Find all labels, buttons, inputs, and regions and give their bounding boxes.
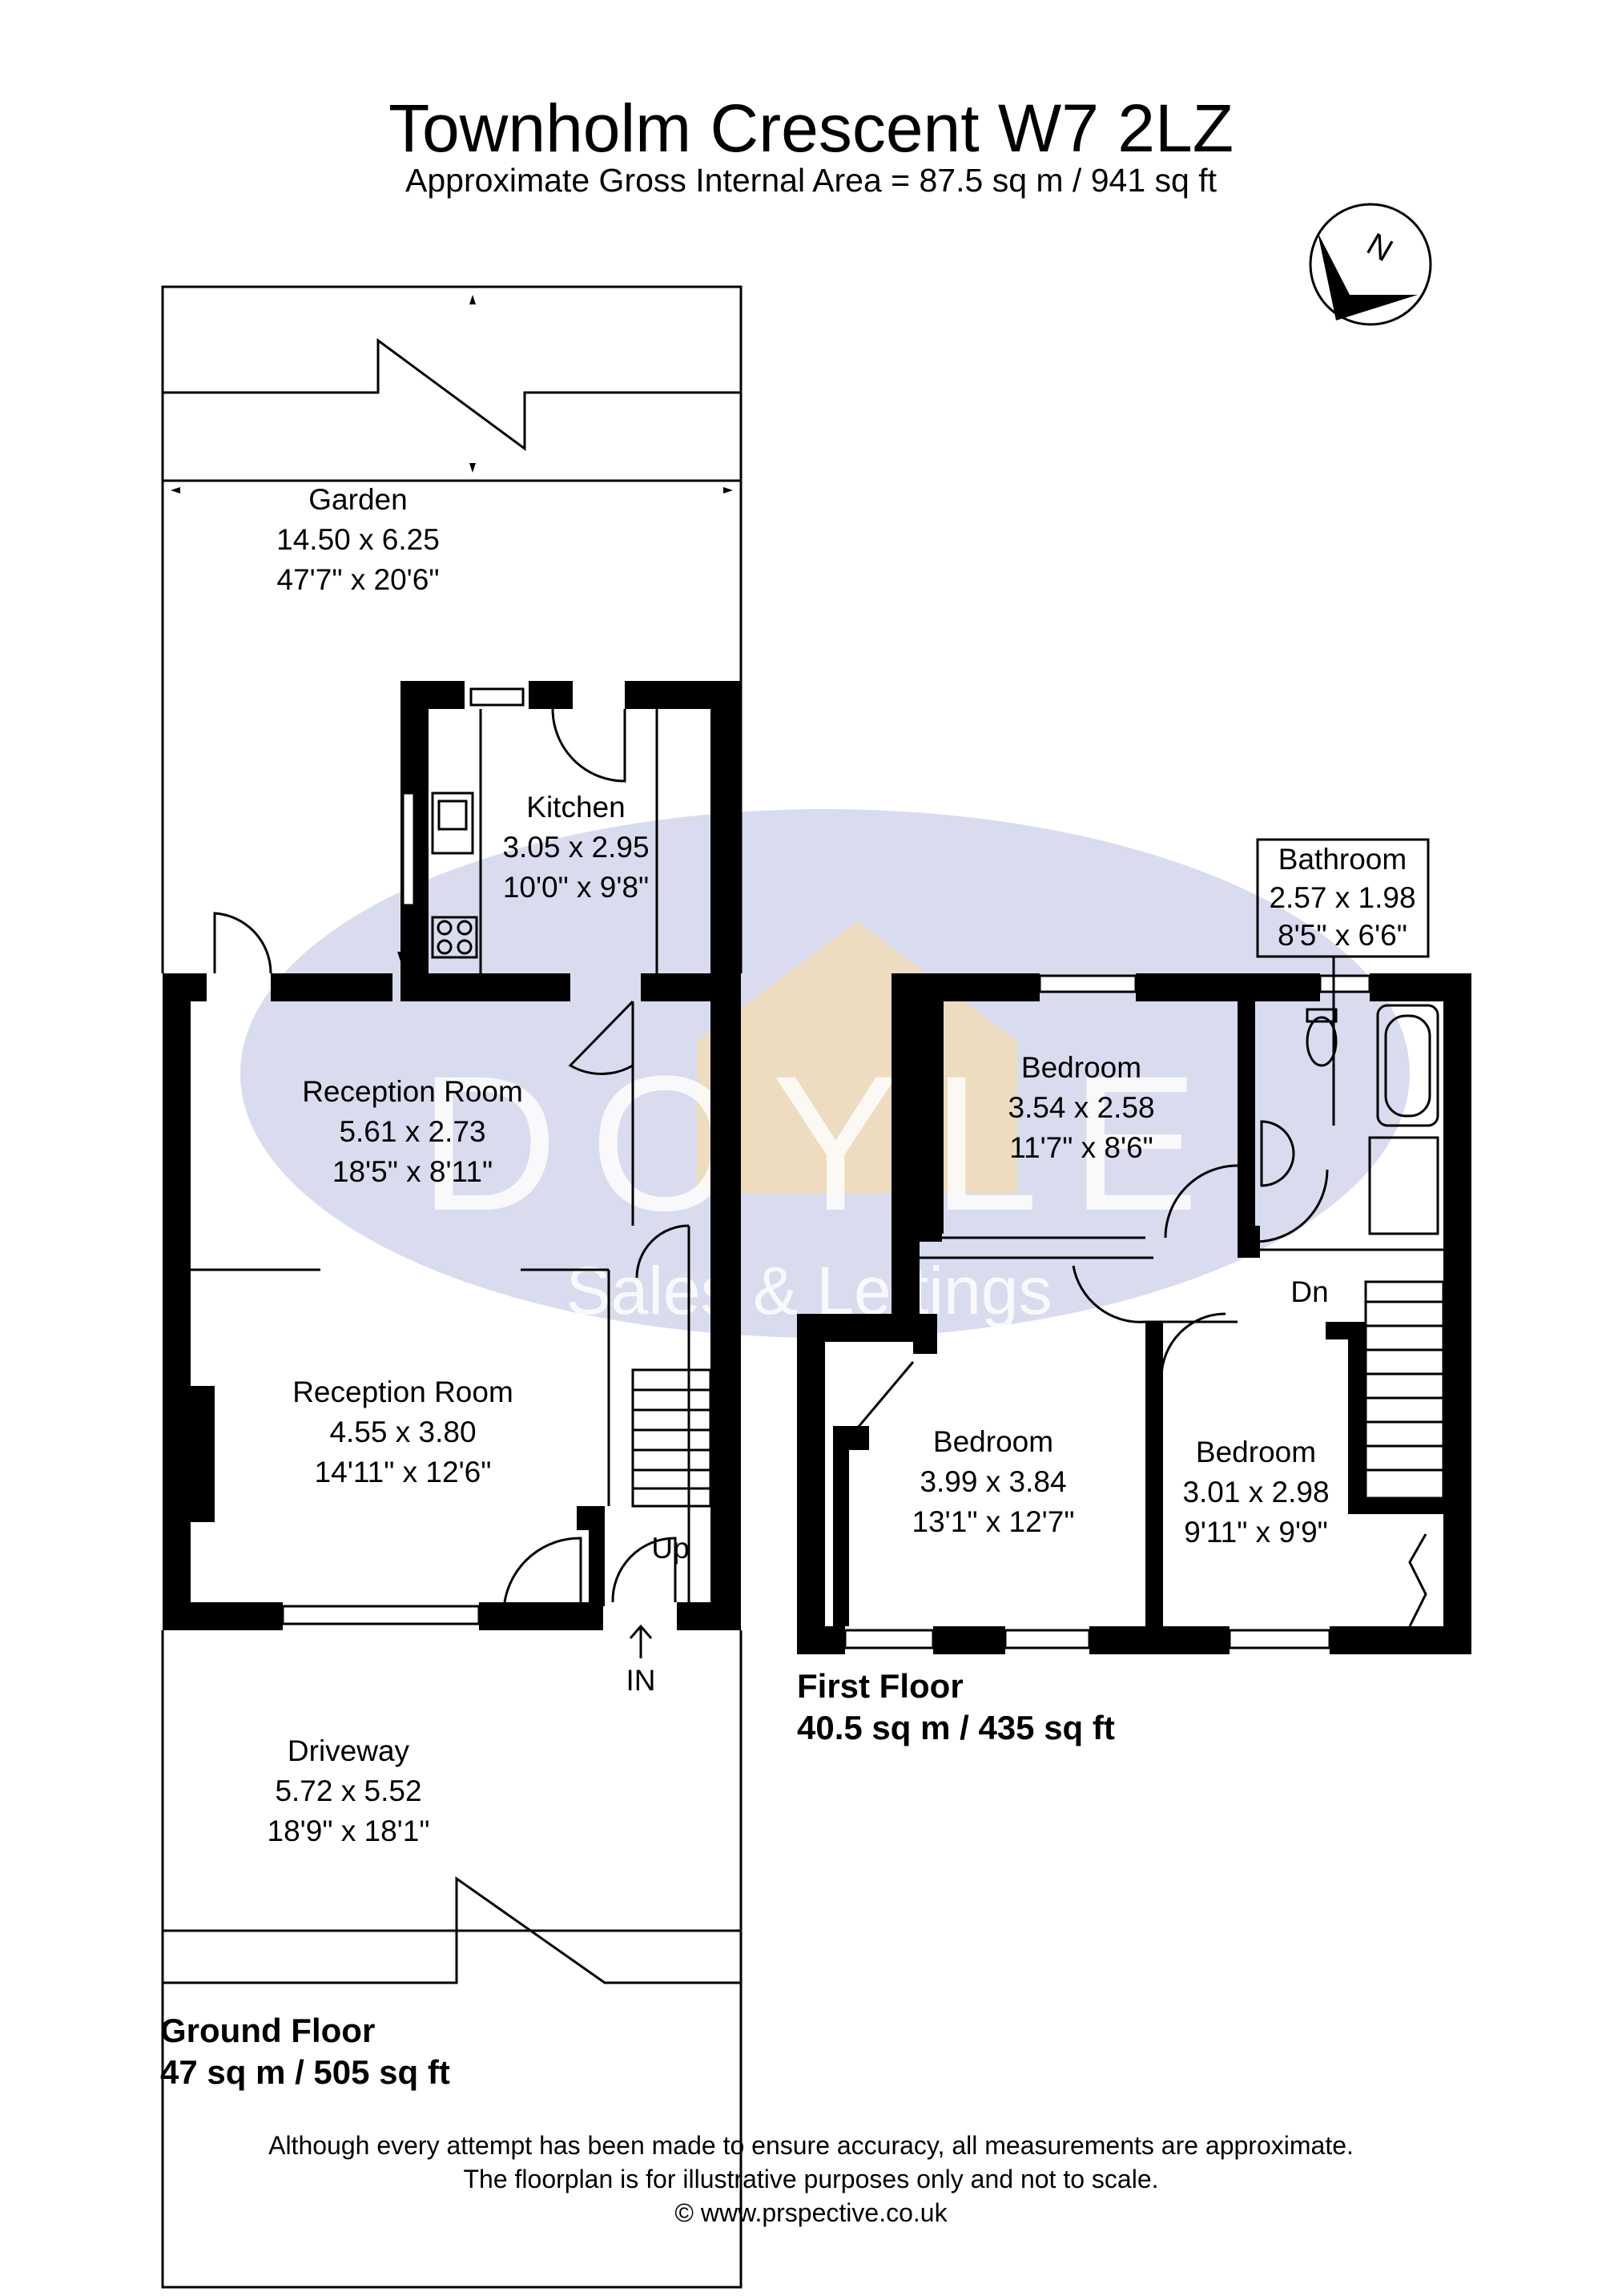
kitchen-name: Kitchen: [526, 791, 625, 824]
driveway-imperial: 18'9" x 18'1": [268, 1815, 430, 1847]
reception-room-1-metric: 5.61 x 2.73: [339, 1115, 485, 1148]
reception-room-1-name: Reception Room: [302, 1075, 523, 1108]
bedroom-2-imperial: 13'1" x 12'7": [912, 1505, 1075, 1538]
bedroom-1-name: Bedroom: [1021, 1051, 1141, 1084]
compass-label: N: [1361, 227, 1399, 269]
page-subtitle: Approximate Gross Internal Area = 87.5 s…: [405, 162, 1217, 199]
kitchen-metric: 3.05 x 2.95: [502, 831, 649, 864]
ground-floor-title: Ground Floor: [160, 2012, 376, 2049]
ground-floor-partitions: [191, 687, 712, 1658]
copyright-line: © www.prspective.co.uk: [674, 2198, 948, 2227]
garden-imperial: 47'7" x 20'6": [277, 563, 440, 596]
bedroom-1-imperial: 11'7" x 8'6": [1009, 1131, 1153, 1164]
first-floor-plan: Bathroom 2.57 x 1.98 8'5" x 6'6" Bedroom…: [797, 838, 1471, 1654]
bedroom-2-metric: 3.99 x 3.84: [920, 1465, 1066, 1498]
kitchen-imperial: 10'0" x 9'8": [503, 871, 649, 904]
bathroom-imperial: 8'5" x 6'6": [1278, 919, 1407, 952]
first-floor-partitions: [843, 838, 1445, 1649]
stairs-up-label: Up: [651, 1532, 689, 1565]
entrance-label: IN: [626, 1664, 656, 1697]
reception-room-1-imperial: 18'5" x 8'11": [332, 1155, 493, 1188]
bedroom-3-imperial: 9'11" x 9'9": [1184, 1516, 1328, 1549]
garden-metric: 14.50 x 6.25: [276, 523, 440, 556]
ground-floor-dimension-ticks: [171, 295, 733, 961]
bathroom-name: Bathroom: [1278, 843, 1407, 876]
stairs-down-label: Dn: [1290, 1275, 1328, 1308]
first-floor-walls: [797, 973, 1471, 1654]
bedroom-1-metric: 3.54 x 2.58: [1008, 1091, 1154, 1124]
driveway-boundary: [161, 1630, 743, 2289]
north-arrow-icon: N: [1309, 203, 1432, 326]
bedroom-3-name: Bedroom: [1196, 1436, 1316, 1468]
bathroom-metric: 2.57 x 1.98: [1269, 881, 1415, 914]
reception-room-2-metric: 4.55 x 3.80: [329, 1416, 476, 1448]
driveway-name: Driveway: [288, 1734, 410, 1767]
disclaimer-line-2: The floorplan is for illustrative purpos…: [463, 2165, 1159, 2193]
first-floor-area: 40.5 sq m / 435 sq ft: [797, 1709, 1115, 1746]
garden-boundary: [161, 285, 743, 973]
first-floor-title: First Floor: [797, 1667, 964, 1705]
garden-name: Garden: [308, 483, 407, 516]
first-floor-labels: Bathroom 2.57 x 1.98 8'5" x 6'6" Bedroom…: [912, 843, 1416, 1549]
reception-room-2-imperial: 14'11" x 12'6": [315, 1456, 492, 1488]
ground-floor-area: 47 sq m / 505 sq ft: [160, 2053, 450, 2091]
watermark: DOYLE Sales & Lettings: [240, 809, 1410, 1338]
bedroom-3-metric: 3.01 x 2.98: [1182, 1476, 1329, 1509]
ground-floor-labels: Garden 14.50 x 6.25 47'7" x 20'6" Kitche…: [268, 483, 690, 1847]
page-title: Townholm Crescent W7 2LZ: [388, 91, 1234, 166]
reception-room-2-name: Reception Room: [292, 1376, 513, 1408]
watermark-brand: DOYLE: [419, 1036, 1231, 1251]
disclaimer-line-1: Although every attempt has been made to …: [268, 2131, 1354, 2160]
ground-floor-plan: Garden 14.50 x 6.25 47'7" x 20'6" Kitche…: [161, 285, 743, 2289]
bedroom-2-name: Bedroom: [933, 1425, 1053, 1458]
driveway-metric: 5.72 x 5.52: [275, 1774, 421, 1807]
